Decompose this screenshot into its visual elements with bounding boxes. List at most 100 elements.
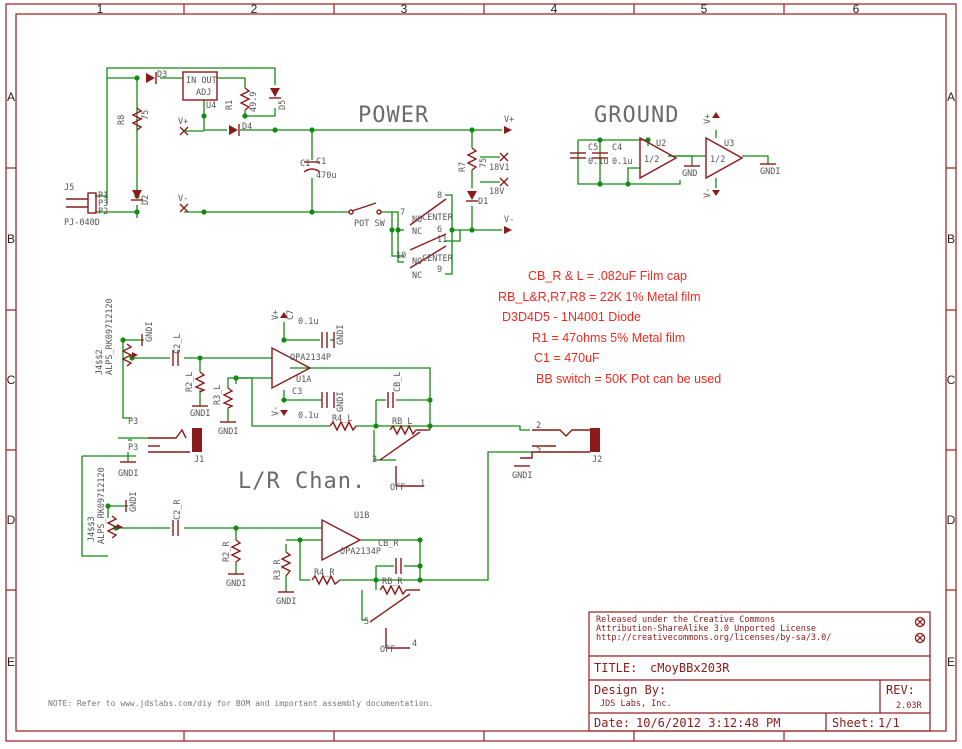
svg-text:GNDI: GNDI (226, 579, 246, 589)
power-jack-j5: J5 P1 P3 P2 PJ-040D (64, 183, 108, 228)
ground-symbol-gndi: GNDI (760, 163, 780, 177)
resistor-r1: R1 49.9 (225, 87, 259, 112)
led-d1: D1 (466, 191, 488, 207)
svg-text:R4_L: R4_L (332, 414, 352, 424)
svg-text:C2_R: C2_R (173, 499, 183, 520)
row-label-b-right: B (947, 232, 955, 246)
capacitor-c2l: C2_L (172, 334, 183, 366)
resistor-r8: R8 75 (117, 107, 151, 131)
svg-text:CB_L: CB_L (393, 372, 403, 392)
svg-text:C1: C1 (316, 157, 326, 167)
row-label-a: A (7, 90, 15, 104)
svg-text:CENTER: CENTER (422, 213, 454, 223)
svg-text:0.1u: 0.1u (588, 157, 608, 167)
license-line-3: http://creativecommons.org/licenses/by-s… (596, 633, 831, 643)
svg-text:POT SW: POT SW (354, 219, 386, 229)
capacitor-c7: C7 0.1u GNDI (286, 310, 346, 348)
section-title-channels: L/R Chan. (238, 469, 366, 494)
bass-boost-switch-power: 7 CENTER 8 NO NC 6 11 10 CENTER NO NC 9 (396, 191, 454, 281)
svg-text:U3: U3 (724, 139, 734, 149)
col-label-1: 1 (97, 2, 104, 16)
svg-text:GNDI: GNDI (145, 322, 155, 342)
svg-text:2: 2 (372, 455, 377, 465)
note-line: CB_R & L = .082uF Film cap (528, 269, 687, 283)
svg-text:OPA2134P: OPA2134P (340, 547, 381, 557)
capacitor-cbl: CB_L (387, 372, 403, 408)
title-block: Released under the Creative Commons Attr… (588, 611, 931, 732)
opamp-u1a: OPA2134P U1A V+ V- (271, 310, 331, 416)
svg-text:R3_R: R3_R (273, 559, 283, 580)
svg-text:4: 4 (412, 639, 417, 649)
svg-text:18V: 18V (489, 187, 504, 197)
svg-text:GND: GND (682, 169, 697, 179)
svg-text:RB_R: RB_R (382, 577, 403, 587)
svg-text:GNDI: GNDI (129, 492, 139, 512)
parts-notes: CB_R & L = .082uF Film cap RB_L&R,R7,R8 … (498, 266, 721, 389)
resistor-r7: R7 75 (458, 147, 489, 172)
svg-text:D5: D5 (278, 100, 288, 110)
svg-text:J4$$2: J4$$2 (95, 349, 105, 375)
svg-text:C2_L: C2_L (173, 334, 183, 354)
row-label-c-right: C (947, 373, 956, 387)
column-ruler: 1 2 3 4 5 6 (97, 2, 860, 741)
section-title-ground: GROUND (594, 103, 679, 128)
svg-text:J4$$3: J4$$3 (87, 516, 97, 542)
row-label-b: B (7, 232, 15, 246)
diode-d3: D3 (146, 70, 167, 84)
svg-text:9: 9 (437, 265, 442, 275)
svg-text:R2_R: R2_R (222, 541, 232, 562)
led-d2: D2 (131, 190, 151, 205)
resistor-r3r: R3_R GNDI (273, 551, 296, 607)
svg-text:GNDI: GNDI (218, 427, 238, 437)
svg-text:V+: V+ (271, 310, 281, 320)
svg-text:V-: V- (271, 406, 281, 416)
svg-text:5: 5 (536, 445, 541, 455)
svg-text:C3: C3 (292, 387, 302, 397)
svg-text:D2: D2 (141, 195, 151, 205)
resistor-r4l: R4_L (329, 414, 357, 432)
cc-icon (914, 616, 926, 628)
svg-text:GNDI: GNDI (118, 469, 138, 479)
regulator-u4: IN OUT ADJ U4 (182, 71, 218, 111)
svg-text:R7: R7 (458, 162, 468, 172)
svg-text:C7: C7 (286, 310, 296, 320)
svg-text:7: 7 (400, 208, 405, 218)
svg-text:C4: C4 (612, 143, 622, 153)
opamp-u1b: U1B OPA2134P (321, 511, 381, 562)
resistor-rbl: RB_L (389, 417, 430, 436)
svg-text:PJ-040D: PJ-040D (64, 218, 100, 228)
test-points-18v: 18V1 18V (480, 152, 509, 197)
col-label-2: 2 (251, 2, 258, 16)
date-label: Date: (594, 716, 630, 730)
svg-text:OPA2134P: OPA2134P (290, 353, 331, 363)
resistor-r2l: R2_L GNDI (185, 371, 210, 419)
ground-pot-left: GNDI (141, 322, 155, 346)
svg-text:V-: V- (178, 194, 188, 204)
output-jack-j2: 2 5 J2 GNDI (512, 421, 602, 481)
svg-text:ALPS_RK09712120: ALPS_RK09712120 (105, 298, 115, 375)
svg-text:C1: C1 (300, 159, 310, 169)
svg-text:R8: R8 (117, 115, 127, 125)
diode-d4: D4 (229, 122, 252, 136)
svg-text:8: 8 (437, 191, 442, 201)
col-label-3: 3 (401, 2, 408, 16)
svg-text:0.1u: 0.1u (298, 317, 318, 327)
opamp-u3: 1/2 U3 V+ V- (703, 112, 744, 198)
svg-text:NO: NO (412, 215, 422, 225)
design-label: Design By: (594, 683, 666, 697)
svg-text:U2: U2 (656, 139, 666, 149)
svg-text:P2: P2 (98, 207, 108, 217)
row-label-c: C (7, 373, 16, 387)
svg-text:GNDI: GNDI (336, 325, 346, 345)
svg-text:J1: J1 (194, 455, 204, 465)
col-label-4: 4 (551, 2, 558, 16)
svg-text:P3: P3 (128, 443, 138, 453)
svg-text:P3: P3 (128, 417, 138, 427)
svg-text:1/2: 1/2 (644, 155, 659, 165)
svg-text:D1: D1 (478, 197, 488, 207)
svg-text:NC: NC (412, 227, 422, 237)
row-label-d-right: D (947, 513, 956, 527)
svg-text:C5: C5 (588, 143, 598, 153)
